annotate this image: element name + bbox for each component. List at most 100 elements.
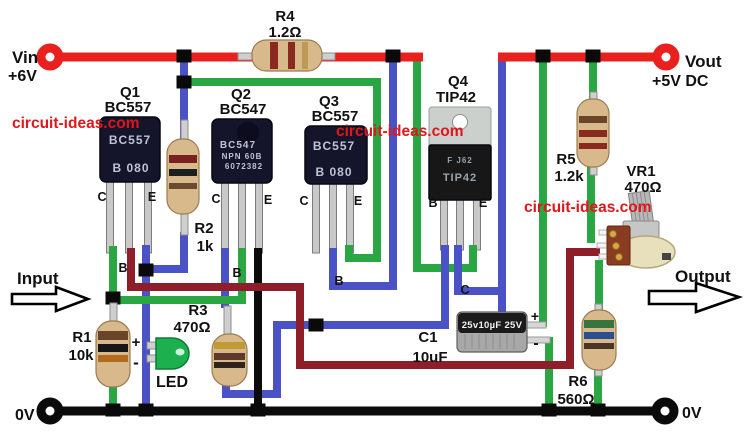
r5-band-1	[579, 116, 607, 123]
q2-designator: Q2	[231, 86, 251, 103]
c1-plus: +	[531, 308, 539, 324]
q2-leg-2	[238, 181, 246, 254]
r2-band-3	[169, 183, 197, 189]
r6-body	[581, 309, 617, 371]
q3-leg-2	[329, 182, 337, 254]
input-arrow	[10, 285, 92, 313]
q1-pin-b: B	[118, 261, 127, 275]
q2-pin-c: C	[211, 192, 220, 206]
r2-value: 1k	[197, 238, 214, 255]
c1-value: 10uF	[412, 349, 447, 366]
r2-lead-1	[180, 119, 189, 142]
r3-band-3	[214, 362, 245, 368]
junction-4	[585, 49, 601, 63]
watermark-3: circuit-ideas.com	[524, 199, 652, 216]
output-label: Output	[675, 267, 731, 286]
c1-minus: -	[533, 335, 538, 352]
r4-band-3	[302, 42, 308, 69]
q4-pin-c: C	[460, 283, 469, 297]
junction-6	[138, 263, 154, 277]
led-plus: +	[132, 334, 141, 351]
q1-package	[99, 116, 161, 183]
q2-part: BC547	[220, 101, 267, 118]
q2-pin-b: B	[232, 266, 241, 280]
vr1-pad-1	[609, 230, 617, 238]
r2-lead-2	[180, 212, 189, 236]
junction-12	[541, 403, 557, 417]
led-label: LED	[156, 374, 188, 391]
led-body	[155, 337, 190, 370]
r3-band-2	[214, 353, 245, 360]
q4-tab-hole	[452, 114, 468, 130]
q3-part: BC557	[312, 108, 359, 125]
gnd-left-label: 0V	[15, 407, 35, 424]
wire-q4-collector-wire	[454, 245, 501, 295]
gnd-right-terminal	[651, 397, 679, 425]
q3-pin-b: B	[334, 274, 343, 288]
vr1-designator: VR1	[626, 163, 655, 180]
junction-13	[590, 403, 606, 417]
led-minus: -	[133, 353, 139, 372]
vout-label: Vout	[685, 52, 722, 71]
vr1-pad-3	[615, 253, 623, 261]
r5-designator: R5	[556, 151, 575, 168]
vin-terminal	[36, 43, 64, 71]
q1-pin-c: C	[97, 190, 106, 204]
q1-pin-e: E	[148, 190, 156, 204]
r6-band-3	[584, 343, 614, 349]
r1-designator: R1	[72, 329, 91, 346]
r6-designator: R6	[568, 373, 587, 390]
q2-notch	[237, 122, 259, 144]
watermark-2: circuit-ideas.com	[336, 123, 464, 140]
q4-leg-1	[440, 197, 448, 251]
c1-designator: C1	[418, 329, 437, 346]
wire-q3-base-wire	[329, 58, 397, 290]
q1-package-text-2: B 080	[112, 161, 149, 175]
q2-package-text-3: 6072382	[225, 162, 263, 171]
junction-10	[138, 403, 154, 417]
watermark-1: circuit-ideas.com	[12, 115, 140, 132]
q4-designator: Q4	[448, 73, 469, 90]
r4-designator: R4	[275, 8, 295, 25]
q2-leg-1	[221, 181, 229, 254]
c1-label-band	[458, 313, 526, 333]
q4-part: TIP42	[436, 89, 476, 106]
q3-leg-3	[346, 182, 354, 254]
resistor-r3	[211, 305, 248, 387]
capacitor-c1: 25v10µF 25V	[456, 311, 551, 353]
junction-2	[385, 49, 401, 63]
vin-voltage: +6V	[8, 68, 37, 85]
vr1-mark	[662, 253, 671, 260]
q4-leg-2	[456, 197, 464, 251]
c1-marking: 25v10µF 25V	[462, 320, 523, 331]
led	[146, 337, 190, 370]
resistor-r5	[576, 91, 610, 176]
gnd-right-label: 0V	[682, 405, 702, 422]
vout-voltage: +5V DC	[652, 73, 709, 90]
junction-1	[176, 49, 192, 63]
input-label: Input	[17, 269, 59, 288]
r2-body	[166, 138, 200, 215]
q1-leg-1	[106, 180, 114, 254]
vr1-knurl-4	[643, 191, 650, 226]
r5-value: 1.2k	[554, 168, 584, 185]
vr1-pad-2	[612, 242, 620, 250]
q3-pin-e: E	[354, 194, 362, 208]
junction-5	[176, 75, 192, 89]
resistor-r1	[95, 302, 131, 388]
vout-terminal	[652, 43, 680, 71]
r2-band-1	[169, 155, 197, 163]
q3-package	[304, 125, 368, 185]
r3-designator: R3	[188, 302, 207, 319]
wire-feedback-wire	[127, 248, 600, 369]
wire-r3-node-wire	[222, 245, 449, 398]
r1-band-3	[98, 355, 128, 362]
q2-pin-e: E	[264, 193, 272, 207]
q2-package-text-2: NPN 60B	[222, 152, 263, 161]
r1-lead-1	[109, 302, 118, 324]
q4-package-text-1: F J62	[447, 156, 472, 165]
q2-leg-3	[255, 181, 263, 254]
gnd-left-terminal	[36, 397, 64, 425]
